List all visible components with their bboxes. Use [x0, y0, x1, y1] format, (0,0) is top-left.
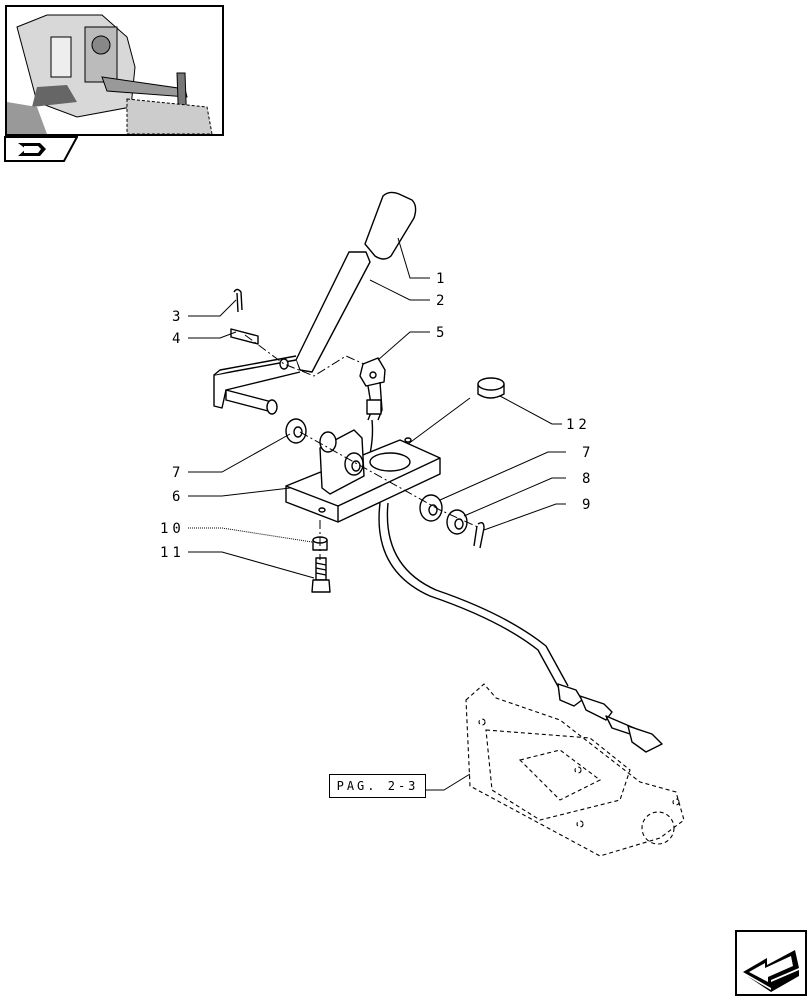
pin-4	[230, 328, 259, 345]
frame-hole-3	[576, 820, 584, 828]
location-thumbnail	[5, 5, 224, 136]
nut-8-hole	[454, 518, 464, 530]
lever-arm-top	[213, 355, 297, 376]
cable-outer-1	[378, 502, 561, 691]
callout-11: 11	[160, 545, 185, 561]
frame-hole-4	[672, 798, 680, 806]
cable-ferrule	[557, 683, 583, 707]
leader-9	[483, 503, 566, 531]
lever-hole	[279, 358, 289, 370]
callout-3: 3	[172, 309, 180, 325]
bracket-hole-1	[404, 437, 412, 443]
leader-12	[499, 395, 562, 425]
lever-pivot-shaft	[225, 389, 273, 413]
bolt-11-thread	[315, 562, 327, 576]
bracket-bushing	[319, 431, 337, 453]
page-reference-box[interactable]: PAG. 2-3	[329, 774, 426, 798]
callout-4: 4	[172, 331, 180, 347]
frame-inner	[518, 749, 602, 801]
cable-end-clevis	[627, 725, 663, 753]
leader-12-b	[407, 397, 471, 445]
frame-hook	[641, 811, 675, 845]
frame-channel	[485, 729, 631, 821]
leader-3	[188, 299, 237, 317]
leader-8	[463, 477, 566, 517]
leader-2	[369, 279, 430, 301]
callout-8: 8	[582, 471, 590, 487]
leader-6	[188, 487, 291, 497]
frame-outline	[465, 683, 685, 857]
clevis-hole	[369, 371, 377, 379]
split-pin-9	[473, 521, 485, 549]
bracket-hole-2	[318, 507, 326, 513]
lever-arm	[213, 359, 301, 409]
bolt-11-head	[311, 579, 331, 593]
cable-nut	[579, 695, 613, 721]
pivot-axis	[299, 431, 481, 529]
page-reference-label: PAG. 2-3	[336, 779, 419, 793]
frame-hole-1	[478, 718, 486, 726]
callout-1: 1	[436, 271, 444, 287]
next-page-arrow-icon[interactable]	[735, 930, 807, 996]
washer-7-left-hole	[293, 426, 303, 438]
callout-2: 2	[436, 293, 444, 309]
leader-7-right	[439, 451, 566, 501]
cable-sleeve	[366, 399, 382, 415]
leader-pag	[426, 773, 471, 791]
bracket-cable-hole	[369, 452, 411, 472]
leader-11	[188, 551, 315, 579]
lever-handle	[295, 251, 371, 373]
tractor-thumbnail-icon	[7, 7, 222, 134]
bracket-boss-hole	[351, 460, 361, 472]
callout-6: 6	[172, 489, 180, 505]
frame-hole-2	[574, 766, 582, 774]
book-arrow-icon	[4, 136, 79, 166]
leader-4	[188, 331, 237, 339]
bushing-12-top	[477, 377, 505, 391]
washer-7-right-hole	[428, 504, 438, 516]
callout-10: 10	[160, 521, 185, 537]
callout-7-right: 7	[582, 445, 590, 461]
callout-7-left: 7	[172, 465, 180, 481]
callout-9: 9	[582, 497, 590, 513]
lever-knob	[364, 191, 417, 260]
leader-10	[188, 527, 313, 543]
lever-shaft-end	[266, 399, 278, 415]
leader-1	[397, 237, 430, 279]
pin-axis	[244, 334, 365, 377]
cable-outer-2	[386, 502, 569, 687]
callout-5: 5	[436, 325, 444, 341]
split-pin-3	[233, 288, 243, 313]
leader-5	[377, 331, 430, 361]
leader-7-left	[188, 433, 291, 473]
callout-12: 12	[566, 417, 591, 433]
